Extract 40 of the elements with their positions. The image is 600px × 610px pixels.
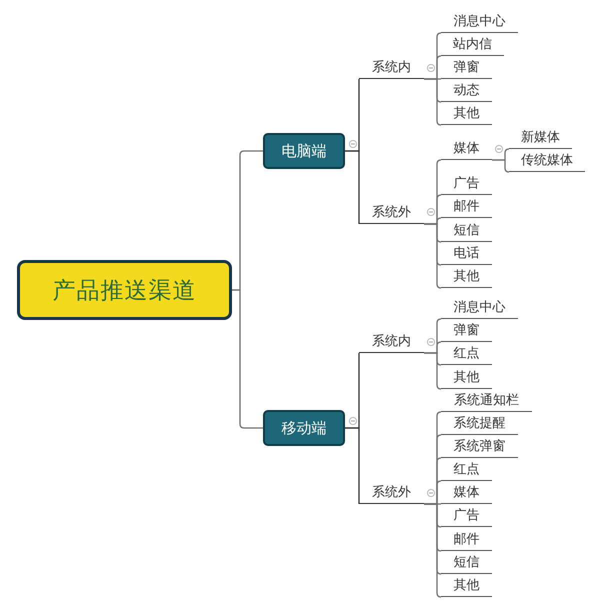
underlined-topic: 短信 xyxy=(441,554,492,574)
underlined-topic: 系统外 xyxy=(359,484,424,504)
underlined-topic: 系统内 xyxy=(359,59,424,79)
underlined-topic: 红点 xyxy=(441,345,492,365)
underlined-topic: 新媒体 xyxy=(509,129,572,149)
connector-line xyxy=(424,78,442,126)
underlined-topic: 其他 xyxy=(441,577,492,597)
connector-line xyxy=(424,352,442,390)
underlined-topic: 系统通知栏 xyxy=(441,392,532,412)
underlined-topic: 其他 xyxy=(441,369,492,389)
connector-line xyxy=(424,223,442,289)
connector-line xyxy=(232,289,263,429)
underlined-topic: 其他 xyxy=(441,268,492,288)
underlined-topic: 邮件 xyxy=(441,198,492,218)
underlined-topic: 系统内 xyxy=(359,333,424,353)
connector-line xyxy=(345,150,360,225)
underlined-topic: 消息中心 xyxy=(441,299,518,319)
underlined-topic: 广告 xyxy=(441,175,492,195)
underlined-topic: 其他 xyxy=(441,105,492,125)
underlined-topic: 邮件 xyxy=(441,531,492,551)
underlined-topic: 系统弹窗 xyxy=(441,438,518,458)
underlined-topic: 弹窗 xyxy=(441,59,492,79)
underlined-topic: 广告 xyxy=(441,507,492,527)
underlined-topic: 动态 xyxy=(441,82,492,102)
underlined-topic: 电话 xyxy=(441,245,492,265)
underlined-topic: 媒体 xyxy=(441,140,492,160)
underlined-topic: 短信 xyxy=(441,222,492,242)
topic-box: 电脑端 xyxy=(263,133,345,169)
underlined-topic: 红点 xyxy=(441,461,492,481)
underlined-topic: 弹窗 xyxy=(441,322,492,342)
underlined-topic: 站内信 xyxy=(441,36,504,56)
underlined-topic: 系统外 xyxy=(359,204,424,224)
underlined-topic: 消息中心 xyxy=(441,13,518,33)
underlined-topic: 系统提醒 xyxy=(441,415,518,435)
connector-line xyxy=(492,159,510,173)
underlined-topic: 传统媒体 xyxy=(509,152,585,172)
underlined-topic: 媒体 xyxy=(441,484,492,504)
connector-line xyxy=(345,427,360,505)
topic-box: 移动端 xyxy=(263,410,345,446)
root-topic-box: 产品推送渠道 xyxy=(17,260,232,320)
